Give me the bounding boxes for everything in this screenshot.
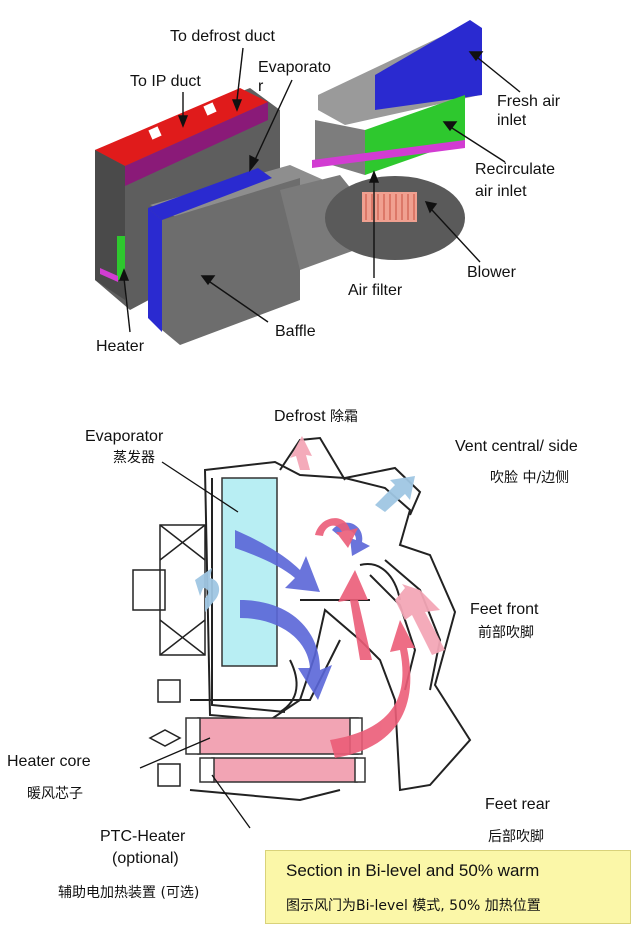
leader-evaporator — [161, 461, 239, 513]
lower-duct-left — [190, 639, 341, 701]
warm-arrow-main — [330, 620, 415, 758]
label-defrost-duct: To defrost duct — [170, 28, 275, 45]
leader-ptc — [211, 774, 251, 829]
label-recirculate-2: air inlet — [475, 183, 527, 200]
heater-green-strip — [117, 236, 125, 280]
heater-magenta-edge — [100, 268, 118, 282]
label-feet-rear: Feet rear — [485, 796, 550, 813]
warm-arrow-up — [338, 570, 372, 660]
label-evaporator-cn: 蒸发器 — [113, 450, 155, 466]
leader-heater-core — [139, 737, 211, 769]
blower-block — [159, 524, 206, 656]
label-defrost: Defrost 除霜 — [274, 407, 358, 426]
label-ptc-cn: 辅助电加热装置 (可选) — [58, 885, 200, 901]
label-vent-cn: 吹脸 中/边侧 — [490, 470, 570, 486]
label-heater: Heater — [96, 338, 145, 355]
lower-duct-outer — [189, 789, 341, 802]
white-divider-2 — [203, 102, 217, 116]
defrost-arrow — [290, 436, 312, 470]
cold-arrow-1 — [235, 530, 320, 592]
label-defrost-cn: 除霜 — [330, 409, 359, 425]
label-blower: Blower — [467, 264, 516, 281]
label-heater-core: Heater core — [7, 753, 91, 770]
ptc-heater — [211, 757, 358, 783]
evaporator-blue-face — [148, 208, 162, 332]
label-feet-front-cn: 前部吹脚 — [478, 625, 534, 641]
hvac-isometric-illustration — [95, 20, 521, 345]
red-duct-top — [95, 88, 268, 166]
white-divider-1 — [148, 126, 162, 140]
feet-front-arrow — [395, 584, 445, 655]
vent-arrow — [375, 476, 415, 512]
label-evaporator-top-2: r — [258, 78, 264, 95]
defrost-outlet — [279, 436, 346, 481]
housing-inner-left — [211, 478, 286, 713]
label-feet-rear-cn: 后部吹脚 — [488, 829, 544, 845]
air-filter-magenta — [312, 140, 465, 168]
baffle-front — [162, 178, 300, 345]
label-baffle: Baffle — [275, 323, 316, 340]
label-fresh-air-1: Fresh air — [497, 93, 561, 110]
baffle-curve — [279, 659, 298, 713]
section-caption-title: Section in Bi-level and 50% warm — [286, 861, 540, 880]
label-fresh-air-2: inlet — [497, 112, 527, 126]
cold-arrow-2 — [240, 600, 332, 700]
heater-core — [197, 717, 359, 755]
label-evaporator-top-1: Evaporato — [258, 59, 331, 76]
label-ptc-2: (optional) — [112, 850, 179, 867]
section-caption-subtitle: 图示风门为Bi-level 模式, 50% 加热位置 — [286, 898, 541, 914]
heater-core-cap-left — [185, 717, 201, 755]
label-ptc-1: PTC-Heater — [100, 828, 186, 845]
label-feet-front: Feet front — [470, 601, 539, 618]
label-ip-duct: To IP duct — [130, 73, 201, 90]
label-air-filter: Air filter — [348, 282, 403, 299]
fresh-air-blue-panel — [375, 20, 482, 110]
label-heater-core-cn: 暖风芯子 — [27, 786, 83, 802]
feet-front-duct — [384, 559, 442, 691]
label-evaporator: Evaporator — [85, 428, 164, 445]
label-defrost-en: Defrost — [274, 408, 326, 425]
inlet-arrow-light — [195, 568, 220, 612]
door-2 — [359, 563, 401, 601]
evaporator-core — [221, 477, 278, 667]
label-recirculate-1: Recirculate — [475, 161, 556, 178]
warm-arrow-swirl — [315, 518, 358, 548]
evaporator-blue-top — [148, 168, 272, 220]
purple-duct-face — [125, 102, 268, 186]
section-caption-box: Section in Bi-level and 50% warm 图示风门为Bi… — [265, 850, 631, 924]
label-vent: Vent central/ side — [455, 438, 578, 455]
